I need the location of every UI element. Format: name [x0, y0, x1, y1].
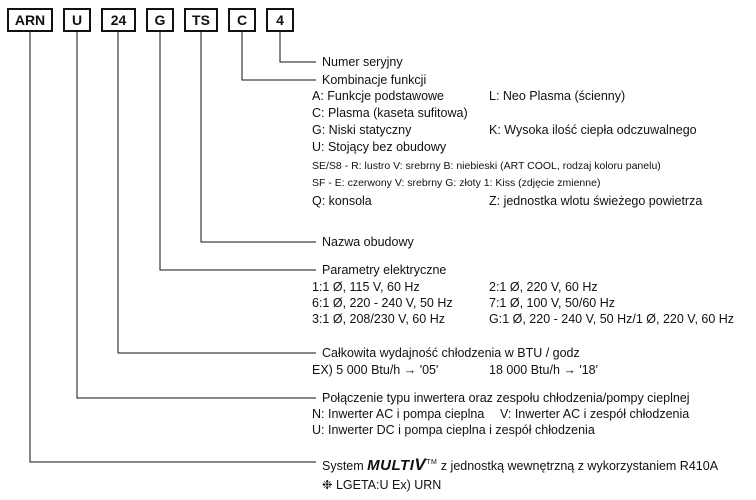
connector-serial: [279, 32, 316, 63]
connector-inverter: [76, 32, 316, 399]
function-q: Q: konsola: [312, 194, 372, 208]
electrical-7: 7:1 Ø, 100 V, 50/60 Hz: [489, 296, 616, 310]
electrical-2: 2:1 Ø, 220 V, 60 Hz: [489, 280, 598, 294]
serial-title: Numer seryjny: [322, 55, 403, 69]
connector-chassis: [200, 32, 316, 243]
logo-tm: TM: [426, 459, 438, 466]
code-box-24: 24: [101, 8, 136, 32]
electrical-1: 1:1 Ø, 115 V, 60 Hz: [312, 280, 420, 294]
logo-multi: MULTI: [367, 457, 415, 474]
code-box-c: C: [228, 8, 256, 32]
code-box-arn: ARN: [7, 8, 53, 32]
code-box-u: U: [63, 8, 91, 32]
function-a: A: Funkcje podstawowe: [312, 89, 445, 103]
function-k: K: Wysoka ilość ciepła odczuwalnego: [489, 123, 697, 137]
inverter-v: V: Inwerter AC i zespół chłodzenia: [500, 407, 690, 421]
system-suffix: z jednostką wewnętrzną z wykorzystaniem …: [440, 459, 719, 473]
system-note: ❉ LGETA:U Ex) URN: [322, 478, 442, 492]
code-box-g: G: [146, 8, 174, 32]
code-box-4: 4: [266, 8, 294, 32]
connector-electrical: [159, 32, 316, 271]
function-l: L: Neo Plasma (ścienny): [489, 89, 626, 103]
function-z: Z: jednostka wlotu świeżego powietrza: [489, 194, 703, 208]
electrical-3: 3:1 Ø, 208/230 V, 60 Hz: [312, 312, 445, 326]
connector-system: [29, 32, 316, 463]
capacity-example-05: EX) 5 000 Btu/h → '05': [312, 363, 439, 377]
logo-v: V: [414, 455, 427, 474]
function-c: C: Plasma (kaseta sufitowa): [312, 106, 468, 120]
capacity-title: Całkowita wydajność chłodzenia w BTU / g…: [322, 346, 580, 360]
electrical-g: G:1 Ø, 220 - 240 V, 50 Hz/1 Ø, 220 V, 60…: [489, 312, 735, 326]
system-prefix: System: [322, 459, 364, 473]
multi-v-logo: MULTIVTM: [367, 455, 438, 474]
chassis-title: Nazwa obudowy: [322, 235, 414, 249]
function-u: U: Stojący bez obudowy: [312, 140, 447, 154]
inverter-n: N: Inwerter AC i pompa cieplna: [312, 407, 485, 421]
function-sf: SF - E: czerwony V: srebrny G: złoty 1: …: [312, 177, 601, 189]
capacity-example-18: 18 000 Btu/h → '18': [489, 363, 599, 377]
function-se-s8: SE/S8 - R: lustro V: srebrny B: niebiesk…: [312, 160, 661, 172]
connector-functions: [241, 32, 316, 81]
inverter-u: U: Inwerter DC i pompa cieplna i zespół …: [312, 423, 595, 437]
function-g: G: Niski statyczny: [312, 123, 412, 137]
inverter-title: Połączenie typu inwertera oraz zespołu c…: [322, 391, 690, 405]
electrical-6: 6:1 Ø, 220 - 240 V, 50 Hz: [312, 296, 453, 310]
connector-capacity: [117, 32, 316, 354]
electrical-title: Parametry elektryczne: [322, 263, 447, 277]
code-box-ts: TS: [184, 8, 218, 32]
functions-title: Kombinacje funkcji: [322, 73, 427, 87]
system-line: System MULTIVTM z jednostką wewnętrzną z…: [322, 455, 718, 474]
